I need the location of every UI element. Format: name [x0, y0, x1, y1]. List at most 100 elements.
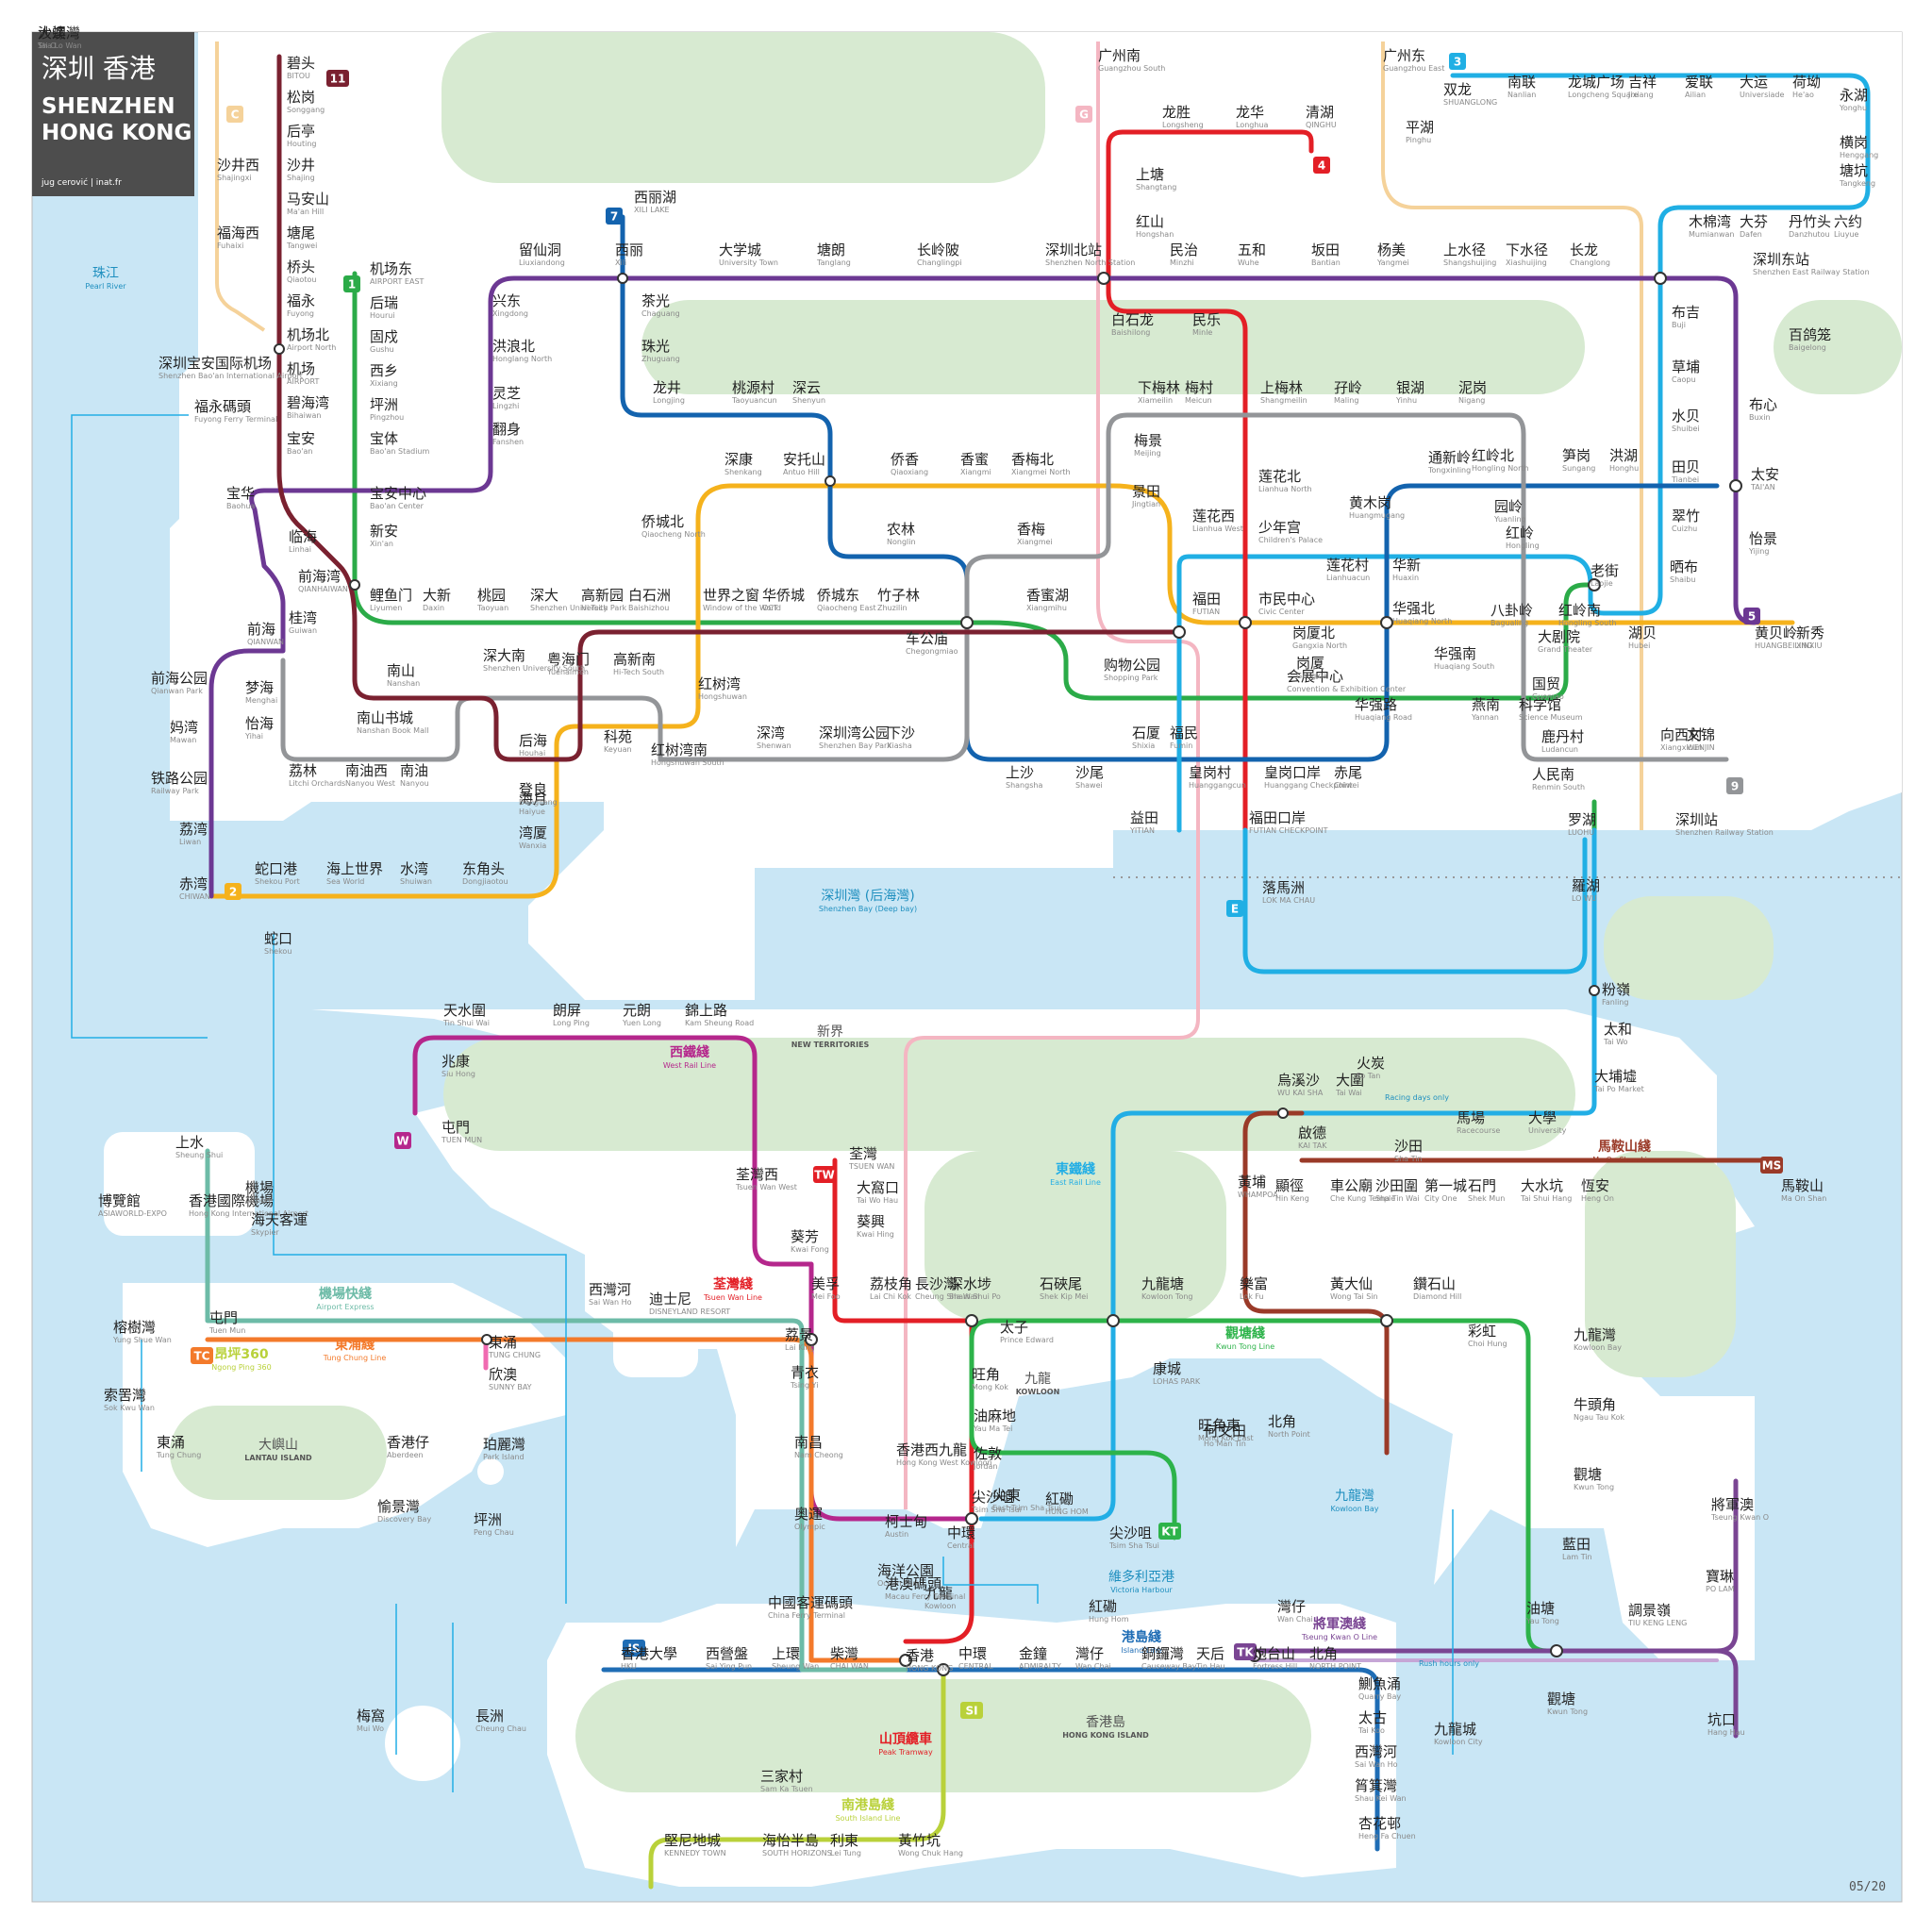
station-name-en: Xiasha — [887, 741, 912, 750]
station-name-en: WHAMPOA — [1238, 1191, 1278, 1199]
station-name-en: HONG KONG — [906, 1664, 953, 1673]
station-name-zh: 深湾 — [757, 724, 785, 741]
station-name-zh: 香港大學 — [621, 1645, 677, 1662]
station-name-zh: 粉嶺 — [1602, 981, 1630, 998]
line-badge — [343, 275, 360, 292]
svg-text:West Rail Line: West Rail Line — [663, 1061, 716, 1070]
station-name-zh: 寶琳 — [1706, 1568, 1734, 1585]
station-name-en: Yinhu — [1395, 396, 1417, 405]
station-name-en: Changlong — [1570, 258, 1610, 267]
station-name-zh: 大学城 — [719, 242, 761, 258]
line-badge-label: E — [1231, 903, 1239, 916]
station-name-zh: 湾厦 — [519, 824, 547, 841]
station-name-zh: 馬場 — [1457, 1109, 1485, 1126]
station-name-zh: 通新岭 — [1428, 449, 1471, 466]
svg-text:Shenzhen Bay (Deep bay): Shenzhen Bay (Deep bay) — [819, 905, 917, 913]
station-name-zh: 市民中心 — [1258, 591, 1315, 608]
station-name-en: Yung Shue Wan — [112, 1336, 172, 1344]
svg-text:Tseung Kwan O Line: Tseung Kwan O Line — [1301, 1633, 1377, 1641]
station-name-zh: 大學 — [1528, 1109, 1557, 1126]
station-name-zh: 上水 — [175, 1134, 204, 1151]
station-name-en: LOHAS PARK — [1153, 1377, 1201, 1386]
station-name-en: Yuanling — [1493, 515, 1526, 524]
station-name-en: Airport — [245, 1196, 271, 1205]
station-name-zh: 前海 — [247, 621, 275, 638]
station-name-en: Baigelong — [1789, 343, 1826, 352]
station-name-zh: 黃竹坑 — [898, 1832, 941, 1849]
station-name-en: Jixiang — [1627, 91, 1654, 99]
station-name-en: Shuibei — [1672, 425, 1700, 433]
station-name-en: Heng Fa Chuen — [1358, 1832, 1416, 1840]
station-name-en: Shangsha — [1006, 781, 1042, 790]
station-name-zh: 錦上路 — [685, 1002, 727, 1019]
station-name-zh: 妈湾 — [170, 719, 198, 736]
station-name-zh: 黃大仙 — [1330, 1275, 1373, 1292]
station-name-en: Tai Wai — [1335, 1089, 1362, 1097]
water-labels: 珠江 Pearl River 深圳灣 (后海灣) Shenzhen Bay (D… — [85, 266, 1378, 1594]
station-name-en: Tongxinling — [1427, 466, 1471, 475]
station-name-en: Shenzhen University South — [483, 664, 585, 673]
station-name-zh: 九龍塘 — [1141, 1275, 1184, 1292]
svg-text:Airport Express: Airport Express — [316, 1303, 374, 1311]
station-name-en: Yannan — [1471, 713, 1499, 722]
station-name-zh: 油塘 — [1526, 1600, 1555, 1617]
station-name-en: KAI TAK — [1298, 1141, 1327, 1150]
line-badge-label: 1 — [348, 278, 356, 291]
station-name-zh: 啟德 — [1298, 1124, 1326, 1141]
station-name-zh: 深圳湾公园 — [819, 724, 890, 741]
station-name-en: Yijing — [1748, 547, 1769, 556]
station-name-zh: 桃园 — [477, 587, 506, 604]
station-name-zh: 园岭 — [1494, 498, 1523, 515]
hsr-line — [904, 42, 1200, 1509]
station-name-en: Tangkeng — [1839, 179, 1875, 188]
station-name-zh: 宝安 — [287, 430, 315, 447]
station-name-zh: 坪洲 — [370, 396, 398, 413]
station-name-zh: 沙螺灣 — [38, 25, 80, 42]
station-name-en: Heng On — [1581, 1194, 1614, 1203]
station-name-en: Lai King — [785, 1343, 815, 1352]
station-name-en: Hi-Tech South — [613, 668, 664, 676]
station-name-zh: 上水径 — [1443, 242, 1486, 258]
station-name-en: Nonglin — [887, 538, 916, 546]
station-name-zh: 黄木岗 — [1349, 494, 1391, 511]
station-name-en: Sha Tin — [1394, 1155, 1423, 1163]
station-name-zh: 木棉湾 — [1689, 213, 1731, 230]
station-name-zh: 机场北 — [287, 326, 329, 343]
station-name-en: Gangxia — [1296, 672, 1327, 680]
station-name-zh: 侨城东 — [817, 587, 859, 604]
station-name-zh: 平湖 — [1406, 119, 1434, 136]
station-name-en: Houhai — [519, 749, 545, 758]
station-name-zh: 上環 — [772, 1645, 800, 1662]
station-name-zh: 香梅北 — [1011, 451, 1054, 468]
station-name-en: Hongling South — [1558, 619, 1616, 627]
station-name-zh: 兴东 — [492, 292, 521, 309]
